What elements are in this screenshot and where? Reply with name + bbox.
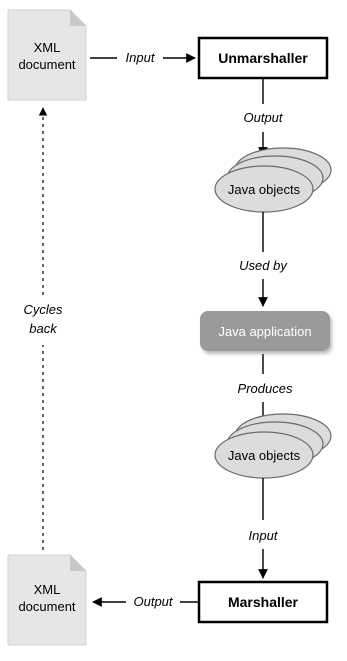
xml-document-top-line1: XML — [34, 40, 61, 55]
edge-cycles-back: Cycles back — [23, 107, 63, 550]
paper-icon — [7, 554, 87, 646]
xml-document-top: XML document — [7, 9, 87, 101]
object-stack-front — [214, 165, 314, 213]
xml-document-top-line2: document — [18, 57, 75, 72]
edge-label-cycles-back-line1: Cycles — [23, 302, 63, 317]
edge-label-cycles-back-line2: back — [29, 321, 58, 336]
edge-label-output-bottom: Output — [133, 594, 173, 609]
edge-output-top: Output — [243, 78, 284, 157]
java-objects-bottom-label: Java objects — [228, 448, 301, 463]
java-application-box — [200, 311, 330, 351]
marshaller-label: Marshaller — [228, 594, 299, 610]
unmarshaller-node: Unmarshaller — [197, 36, 329, 80]
edge-input-bottom: Input — [249, 478, 279, 579]
unmarshaller-label: Unmarshaller — [218, 50, 308, 66]
paper-icon — [7, 9, 87, 101]
paper-fold-icon — [70, 10, 86, 26]
xml-document-bottom-line2: document — [18, 599, 75, 614]
edge-label-input-top: Input — [126, 50, 156, 65]
paper-fold-icon — [70, 555, 86, 571]
edge-input-top: Input — [90, 50, 196, 65]
java-application-label: Java application — [218, 324, 311, 339]
object-stack-front — [214, 431, 314, 479]
edge-output-bottom: Output — [92, 594, 199, 609]
edge-used-by: Used by — [239, 212, 288, 307]
edge-label-input-bottom: Input — [249, 528, 279, 543]
edge-label-used-by: Used by — [239, 258, 288, 273]
edge-label-output-top: Output — [243, 110, 283, 125]
java-objects-top: Java objects — [214, 147, 332, 213]
java-objects-top-label: Java objects — [228, 182, 301, 197]
edge-label-produces: Produces — [238, 381, 293, 396]
xml-document-bottom-line1: XML — [34, 582, 61, 597]
xml-document-bottom: XML document — [7, 554, 87, 646]
java-objects-bottom: Java objects — [214, 413, 332, 479]
java-application-node: Java application — [200, 311, 330, 351]
marshaller-node: Marshaller — [197, 580, 329, 624]
